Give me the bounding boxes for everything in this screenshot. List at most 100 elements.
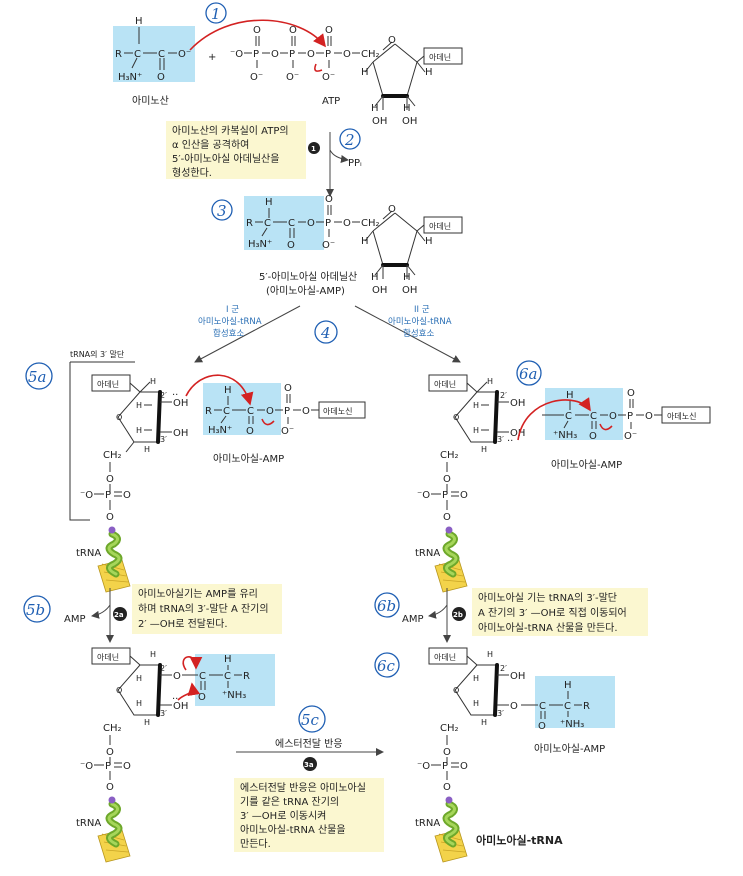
product-label: 아미노아실-tRNA <box>476 833 563 847</box>
atp-molecule: ⁻O P O O⁻ O P O O⁻ O P O O⁻ O CH₂ O H H … <box>230 25 463 127</box>
note-line: 하며 tRNA의 3′-말단 A 잔기의 <box>138 602 269 615</box>
atom-o: O <box>609 411 617 422</box>
class1-arrow <box>194 305 301 363</box>
annotation-4: 4 <box>320 324 331 342</box>
step1-note: 아미노산의 카복실이 ATP의 α 인산을 공격하여 5′-아미노아실 아데닐산… <box>166 121 306 179</box>
atom-o: O <box>271 49 279 60</box>
atom-h: H <box>136 401 142 410</box>
atom-r: R <box>115 49 122 60</box>
atom-o: O <box>510 701 518 712</box>
atom-o-minus: O⁻ <box>281 426 294 437</box>
atom-o: O <box>246 426 254 437</box>
class2-enzyme-label: II 군 아미노아실-tRNA 합성효소 <box>388 305 452 339</box>
atom-h: H <box>566 390 574 401</box>
class2-aminoacyl-amp: H C C O ⁺NH₃ O P O O⁻ O 아데노신 아미노아실-AMP <box>542 388 711 471</box>
atom-o: O <box>106 474 114 485</box>
atom-oh: OH <box>510 398 525 409</box>
atom-minus-o: ⁻O <box>417 761 430 772</box>
step-badge-3a <box>303 757 317 771</box>
atom-o: O <box>453 413 459 422</box>
amp-release-arrow <box>428 604 448 619</box>
atom-o: O <box>343 49 351 60</box>
atom-ch2: CH₂ <box>361 49 380 60</box>
atom-h: H <box>481 445 487 454</box>
annotation-5b: 5b <box>26 601 45 619</box>
atom-c: C <box>224 671 231 682</box>
atom-h: H <box>265 197 273 208</box>
class1-trna-adenosine: 아데닌 O H H H 2′ OH ·· 3′ OH H CH₂ O ⁻O P … <box>80 374 188 523</box>
atom-o: O <box>173 671 181 682</box>
annotation-5a: 5a <box>28 368 47 386</box>
atom-oh: OH <box>372 285 387 296</box>
atom-o: O <box>266 406 274 417</box>
atom-h: H <box>564 680 572 691</box>
trna-icon <box>435 527 467 593</box>
annotation-circle-1 <box>205 2 227 24</box>
atom-h: H <box>361 236 369 247</box>
atom-o: O <box>116 413 122 422</box>
note-line: 아미노아실-tRNA 산물을 만든다. <box>478 622 618 634</box>
step-badge-2a-text: 2a <box>114 611 124 619</box>
atom-o: O <box>453 686 459 695</box>
atom-o: O <box>388 204 396 215</box>
atom-oh: OH <box>173 428 188 439</box>
adenine-box <box>423 47 463 65</box>
annotation-6b: 6b <box>377 597 396 615</box>
aminoacyl-highlight <box>195 654 275 706</box>
atom-oh: OH <box>510 671 525 682</box>
atom-p: P <box>253 49 259 60</box>
adenine-label: 아데닌 <box>97 652 119 662</box>
annotation-circle-5a <box>25 362 53 390</box>
step2a-note: 아미노아실기는 AMP를 유리 하며 tRNA의 3′-말단 A 잔기의 2′ … <box>132 584 282 634</box>
atom-oh: OH <box>173 398 188 409</box>
class1-enzyme-label: I 군 아미노아실-tRNA 합성효소 <box>198 305 262 339</box>
pos-3-label: 3′ <box>497 709 504 718</box>
class2-trna-adenosine: 아데닌 O H H H 2′ OH 3′ OH ·· H CH₂ O ⁻O P … <box>417 374 525 523</box>
step-badge-2b-text: 2b <box>453 611 463 619</box>
annotation-6c: 6c <box>377 657 396 675</box>
annotation-circle-5b <box>23 595 51 623</box>
enzyme-text: II 군 <box>414 305 430 315</box>
atom-o: O <box>253 25 261 36</box>
atom-o: O <box>460 761 468 772</box>
atom-oh: OH <box>173 701 188 712</box>
atom-o: O <box>106 512 114 523</box>
adenine-label: 아데닌 <box>97 379 119 389</box>
adenosine-box <box>661 406 711 424</box>
ester-transfer-label: 에스터전달 반응 <box>275 738 343 750</box>
acyl-migration-arrow-2 <box>177 682 201 701</box>
amp-label: AMP <box>402 614 424 625</box>
release-arrow-right <box>599 423 613 431</box>
trna-icon <box>98 797 130 863</box>
enzyme-text: 합성효소 <box>213 329 244 339</box>
atom-p: P <box>284 406 290 417</box>
atom-nh3: ⁺NH₃ <box>553 430 577 441</box>
atom-h: H <box>135 16 143 27</box>
atom-o-minus: O⁻ <box>322 72 335 83</box>
amino-acid-molecule: H R C C O⁻ O H₃N⁺ 아미노산 <box>113 16 195 107</box>
note-line: A 잔기의 3′ —OH로 직접 이동되어 <box>478 607 627 619</box>
atom-ch2: CH₂ <box>440 450 459 461</box>
note-line: 아미노아실기는 AMP를 유리 <box>138 588 258 600</box>
trna-3oh-aminoacyl: 아데닌 O H H H 2′ OH 3′ O H CH₂ O ⁻O P O O … <box>417 647 615 793</box>
atom-h: H <box>425 236 433 247</box>
atom-h: H <box>473 674 479 683</box>
trna-3-end-label: tRNA의 3′ 말단 <box>70 349 125 359</box>
note-line: 아미노아실-tRNA 산물을 <box>240 824 346 836</box>
annotation-circle-3 <box>211 199 233 221</box>
atom-h3n: H₃N⁺ <box>118 72 142 83</box>
annotation-2: 2 <box>344 131 355 149</box>
atom-o: O <box>116 686 122 695</box>
adenosine-box <box>318 401 366 419</box>
atom-h: H <box>481 718 487 727</box>
aminoacyl-highlight <box>244 196 324 250</box>
atom-nh3: ⁺NH₃ <box>222 690 246 701</box>
atom-p: P <box>105 490 111 501</box>
atom-o: O <box>157 72 165 83</box>
ppi-label: PPᵢ <box>348 158 362 169</box>
annotation-circle-5c <box>298 705 326 733</box>
atom-h: H <box>473 401 479 410</box>
atom-h: H <box>487 377 493 386</box>
trna-2oh-aminoacyl: 아데닌 O H H H 2′ O 3′ OH ·· H CH₂ O ⁻O P O… <box>80 647 275 793</box>
atom-c: C <box>288 218 295 229</box>
